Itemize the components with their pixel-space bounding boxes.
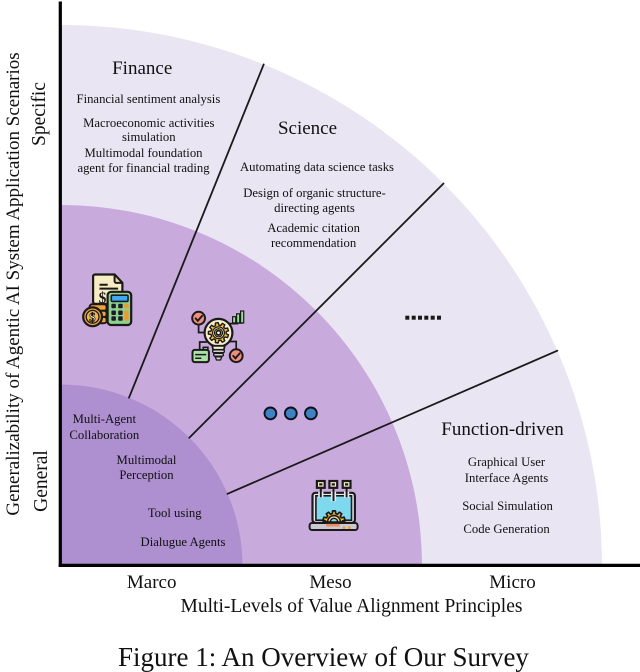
svg-text:$: $ <box>89 310 95 324</box>
svg-text:$: $ <box>99 290 107 307</box>
